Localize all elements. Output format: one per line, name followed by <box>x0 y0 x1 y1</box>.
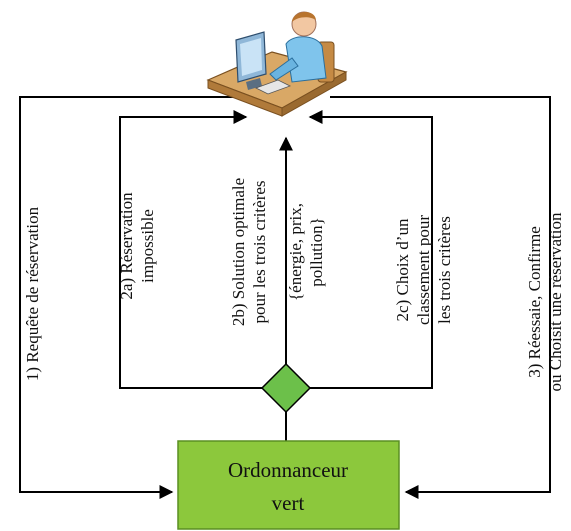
ranking-label-line1: 2c) Choix d’un <box>393 218 412 321</box>
impossible-connector <box>119 110 262 389</box>
request-connector <box>19 96 240 499</box>
request-label: 1) Requête de réservation <box>23 206 42 381</box>
retry-label-line2: ou Choisit une réservation <box>546 212 565 391</box>
ranking-connector <box>308 110 433 389</box>
impossible-label-line2: impossible <box>138 209 157 283</box>
optimal-label-line2: pour les trois critères <box>250 180 269 323</box>
ranking-label-line2: classement pour <box>414 215 433 325</box>
request-label-text: 1) Requête de réservation <box>23 206 42 381</box>
retry-label-line1: 3) Réessaie, Confirme <box>525 226 544 378</box>
impossible-label-line1: 2a) Réservation <box>117 192 136 300</box>
retry-connector <box>330 96 551 499</box>
optimal-label: 2b) Solution optimale pour les trois cri… <box>229 178 326 326</box>
scheduler-box: Ordonnanceur vert <box>177 440 400 530</box>
impossible-label: 2a) Réservation impossible <box>117 192 157 300</box>
retry-label: 3) Réessaie, Confirme ou Choisit une rés… <box>525 212 565 391</box>
scheduler-label-line1: Ordonnanceur <box>228 458 348 482</box>
optimal-label-line3: {énergie, prix, <box>286 203 305 301</box>
ranking-label-line3: les trois critères <box>435 216 454 324</box>
optimal-label-line1: 2b) Solution optimale <box>229 178 248 326</box>
decision-diamond-icon <box>260 362 312 414</box>
ranking-label: 2c) Choix d’un classement pour les trois… <box>393 215 454 325</box>
user-at-computer-icon <box>206 11 348 117</box>
scheduler-label-line2: vert <box>272 491 305 515</box>
optimal-label-line4: pollution} <box>307 217 326 287</box>
